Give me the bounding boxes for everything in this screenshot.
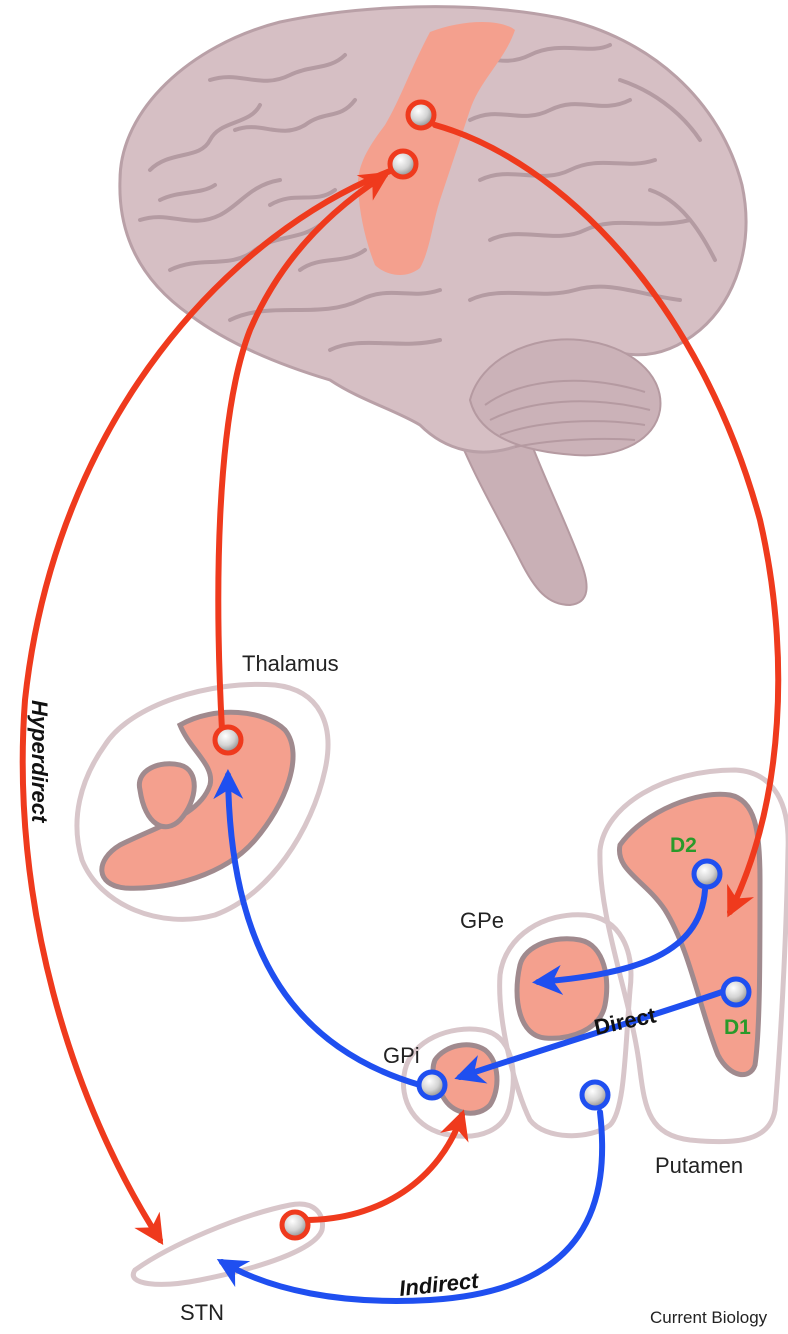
credit-label: Current Biology [650,1308,768,1327]
d1-neuron [723,979,749,1005]
stn-neuron [282,1212,308,1238]
d2-label: D2 [670,834,697,857]
gpe-neuron [582,1082,608,1108]
cortex-neuron-upper [408,102,434,128]
gpe-label: GPe [460,908,504,933]
thalamus-neuron [215,727,241,753]
gpi-neuron [419,1072,445,1098]
brain [120,7,746,605]
stn-label: STN [180,1300,224,1325]
cortex-neuron-lower [390,151,416,177]
putamen-label: Putamen [655,1153,743,1178]
d2-neuron [694,861,720,887]
d1-label: D1 [724,1016,751,1039]
thalamus-nucleus-large [102,712,293,888]
thalamus-label: Thalamus [242,651,339,676]
hyperdirect-label: Hyperdirect [27,700,52,824]
gpi-label: GPi [383,1043,420,1068]
